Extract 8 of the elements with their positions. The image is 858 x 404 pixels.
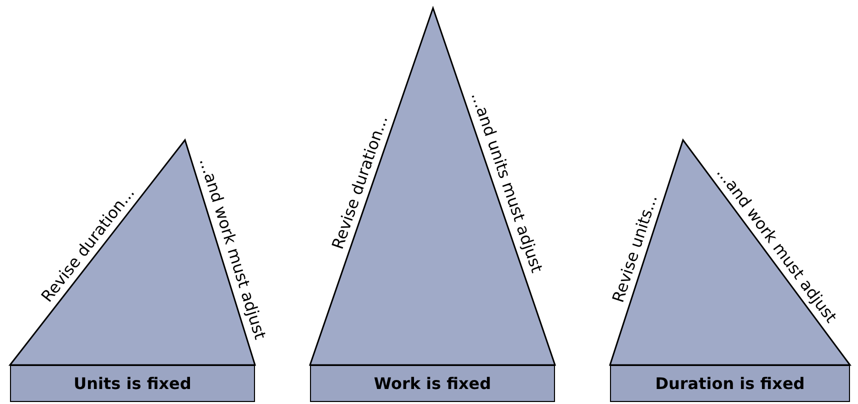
base-bar: Work is fixed (310, 365, 555, 402)
side-label: ...and units must adjust (466, 90, 546, 275)
side-label: ...and work must adjust (195, 156, 270, 342)
triangle (310, 8, 555, 365)
base-bar: Duration is fixed (610, 365, 850, 402)
base-bar: Units is fixed (10, 365, 255, 402)
triangle (610, 140, 850, 365)
side-label: Revise units... (608, 192, 660, 305)
